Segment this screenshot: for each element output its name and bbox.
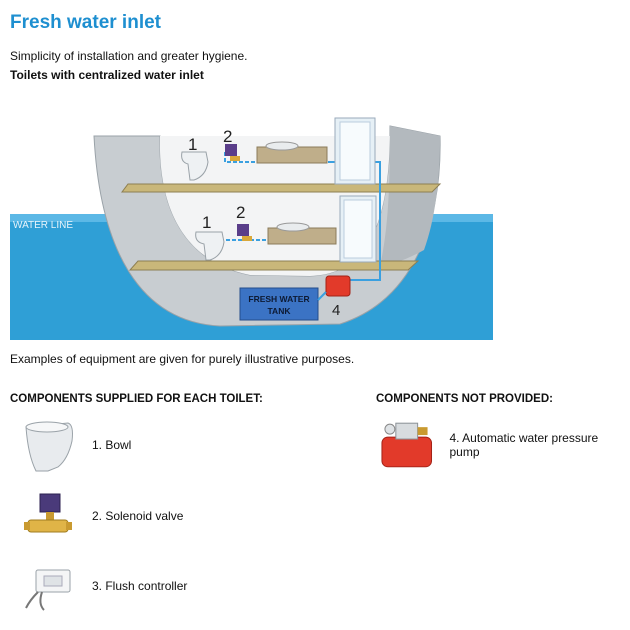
valve-lower xyxy=(237,224,249,236)
component-water-pump: 4. Automatic water pressure pump xyxy=(376,415,630,475)
callout-1-upper: 1 xyxy=(188,135,197,154)
component-solenoid-valve: 2. Solenoid valve xyxy=(18,486,183,546)
supplied-heading: COMPONENTS SUPPLIED FOR EACH TOILET: xyxy=(10,393,263,405)
water-line-label: WATER LINE xyxy=(13,220,73,231)
toilet-upper xyxy=(181,151,209,181)
component-bowl: 1. Bowl xyxy=(18,415,131,475)
pump xyxy=(325,275,351,297)
callout-2-lower: 2 xyxy=(236,203,245,222)
solenoid-valve-icon xyxy=(24,493,72,533)
water-pump-icon xyxy=(381,422,433,468)
valve-upper xyxy=(225,144,237,156)
component-label: 1. Bowl xyxy=(92,438,132,452)
tank-label-1: FRESH WATER xyxy=(248,294,309,304)
lower-deck xyxy=(128,260,420,271)
not-provided-heading: COMPONENTS NOT PROVIDED: xyxy=(376,393,553,405)
callout-4: 4 xyxy=(332,302,340,319)
disclaimer-text: Examples of equipment are given for pure… xyxy=(10,352,355,366)
callout-2-upper: 2 xyxy=(223,127,232,146)
toilet-bowl-icon xyxy=(25,421,73,472)
fresh-water-tank xyxy=(239,287,319,321)
page-title: Fresh water inlet xyxy=(10,12,161,33)
upper-deck xyxy=(121,183,442,193)
boat-diagram: WATER LINE 1 2 1 2 xyxy=(10,100,493,340)
hull-wall xyxy=(380,126,440,266)
component-label: 4. Automatic water pressure pump xyxy=(449,431,599,459)
flush-controller-icon xyxy=(25,569,71,611)
callout-1-lower: 1 xyxy=(202,213,211,232)
component-flush-controller: 3. Flush controller xyxy=(18,556,187,616)
component-label: 2. Solenoid valve xyxy=(92,509,184,523)
subheading: Toilets with centralized water inlet xyxy=(10,68,204,82)
tank-label-2: TANK xyxy=(268,306,292,316)
toilet-lower xyxy=(195,231,225,261)
boat-diagram-svg: WATER LINE 1 2 1 2 xyxy=(10,117,493,340)
intro-text: Simplicity of installation and greater h… xyxy=(10,49,248,63)
component-label: 3. Flush controller xyxy=(92,579,188,593)
